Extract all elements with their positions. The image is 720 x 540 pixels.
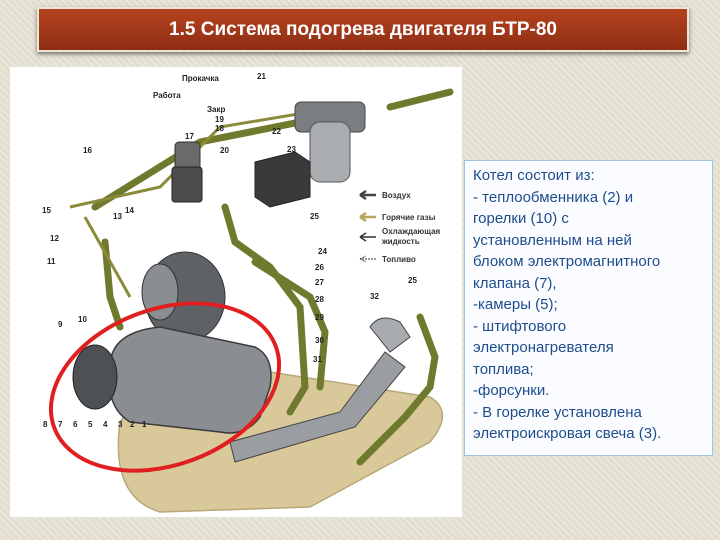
callout-24: 24 — [318, 247, 327, 256]
callout-1: 1 — [142, 420, 147, 429]
callout-18: 18 — [215, 124, 224, 133]
callout-17: 17 — [185, 132, 194, 141]
description-line: -камеры (5); — [473, 296, 558, 313]
callout-22: 22 — [272, 127, 281, 136]
label-prokachka: Прокачка — [182, 74, 219, 83]
description-line: -форсунки. — [473, 382, 550, 399]
callout-3: 3 — [118, 420, 123, 429]
callout-31: 31 — [313, 355, 322, 364]
burner-highlight — [48, 301, 282, 473]
legend-air: Воздух — [382, 191, 411, 200]
callout-19: 19 — [215, 115, 224, 124]
callout-11: 11 — [47, 257, 56, 266]
callout-5: 5 — [88, 420, 93, 429]
callout-29: 29 — [315, 313, 324, 322]
callout-25a: 25 — [310, 212, 319, 221]
burner — [72, 344, 118, 410]
description-panel: Котел состоит из: - теплообменника (2) и… — [464, 160, 713, 456]
callout-14: 14 — [125, 206, 134, 215]
description-line: электронагревателя — [473, 339, 614, 356]
control-box — [254, 151, 311, 208]
legend-fuel-arrow — [359, 255, 376, 263]
callout-20: 20 — [220, 146, 229, 155]
legend: Воздух Горячие газы Охлаждающая жидкость… — [359, 189, 441, 264]
label-zakr: Закр — [207, 105, 225, 114]
callout-16: 16 — [83, 146, 92, 155]
exhaust-outlet — [369, 317, 411, 353]
callout-26: 26 — [315, 263, 324, 272]
callout-28: 28 — [315, 295, 324, 304]
legend-hot-gases: Горячие газы — [382, 213, 436, 222]
pump-block — [171, 166, 203, 203]
callout-27: 27 — [315, 278, 324, 287]
label-rabota: Работа — [153, 91, 181, 100]
callout-6: 6 — [73, 420, 78, 429]
legend-gas-arrow — [359, 211, 376, 223]
callout-13: 13 — [113, 212, 122, 221]
callout-2: 2 — [130, 420, 135, 429]
heater-diagram: Прокачка Работа Закр 21 19 18 17 22 16 2… — [10, 67, 462, 517]
coolant-pipes — [91, 88, 454, 466]
callout-8: 8 — [43, 420, 48, 429]
description-line: - штифтового — [473, 317, 567, 335]
slide-title: 1.5 Система подогрева двигателя БТР-80 — [37, 7, 689, 52]
legend-coolant-1: Охлаждающая — [382, 227, 441, 236]
description-line: Котел состоит из: — [473, 167, 595, 184]
description-line: установленным на ней — [473, 231, 632, 249]
description-line: клапана (7), — [473, 274, 557, 292]
description-line: топлива; — [473, 360, 534, 378]
fuel-filter — [294, 101, 366, 183]
legend-coolant-arrow — [359, 232, 376, 242]
callout-9: 9 — [58, 320, 63, 329]
callout-23: 23 — [287, 145, 296, 154]
callout-32: 32 — [370, 292, 379, 301]
callout-12: 12 — [50, 234, 59, 243]
heater-diagram-svg: Прокачка Работа Закр 21 19 18 17 22 16 2… — [42, 72, 454, 513]
callout-15: 15 — [42, 206, 51, 215]
heat-exchanger — [108, 326, 272, 434]
callout-10: 10 — [78, 315, 87, 324]
callout-30: 30 — [315, 336, 324, 345]
description-line: - В горелке установлена — [473, 403, 642, 421]
callout-7: 7 — [58, 420, 63, 429]
callout-21: 21 — [257, 72, 266, 81]
callout-25b: 25 — [408, 276, 417, 285]
description-line: горелки (10) с — [473, 210, 569, 227]
legend-fuel: Топливо — [382, 255, 416, 264]
description-line: блоком электромагнитного — [473, 253, 661, 270]
legend-coolant-2: жидкость — [381, 237, 420, 246]
description-line: электроискровая свеча (3). — [473, 425, 662, 442]
description-line: - теплообменника (2) и — [473, 188, 634, 206]
callout-4: 4 — [103, 420, 108, 429]
legend-air-arrow — [359, 189, 376, 201]
